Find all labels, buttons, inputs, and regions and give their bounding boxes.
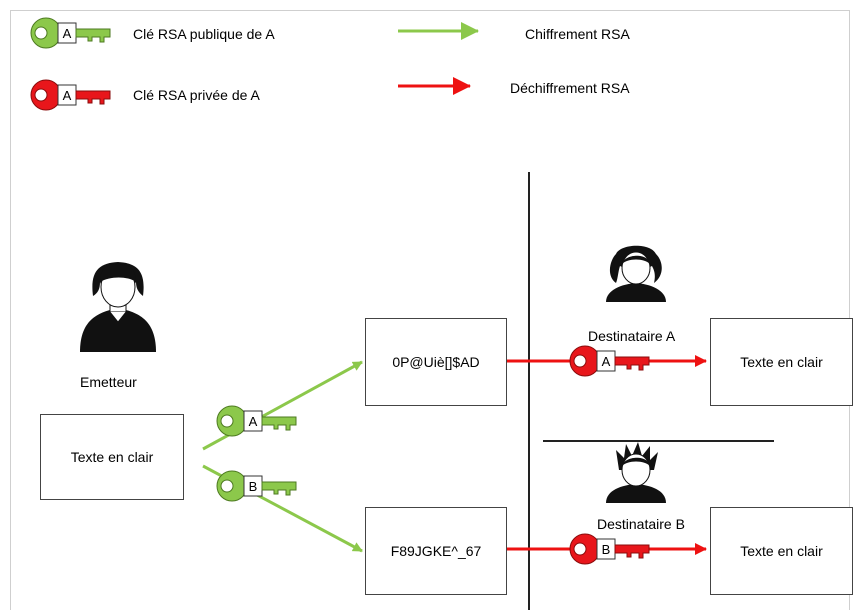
legend-public-key-icon: A xyxy=(30,17,111,49)
sender-label: Emetteur xyxy=(80,374,137,390)
legend-encryption-label: Chiffrement RSA xyxy=(525,26,630,42)
encryption-arrow-a xyxy=(202,360,363,451)
recipient-a-label: Destinataire A xyxy=(588,328,676,344)
recipient-b-plaintext-box: Texte en clair xyxy=(710,507,853,595)
svg-text:B: B xyxy=(602,542,611,557)
ciphertext-a: 0P@Uiè[]$AD xyxy=(392,354,480,370)
legend-decryption-label: Déchiffrement RSA xyxy=(510,80,630,96)
recipient-b-person-icon xyxy=(606,442,666,503)
legend-private-key-icon: A xyxy=(30,79,111,111)
legend-public-key-label: Clé RSA publique de A xyxy=(133,26,275,42)
svg-text:A: A xyxy=(249,414,258,429)
svg-text:A: A xyxy=(602,354,611,369)
recipient-b-label: Destinataire B xyxy=(597,516,685,532)
private-key-b-icon: B xyxy=(569,533,650,565)
recipient-a-plaintext: Texte en clair xyxy=(740,354,823,370)
ciphertext-a-box: 0P@Uiè[]$AD xyxy=(365,318,507,406)
diagram-frame xyxy=(10,10,850,610)
ciphertext-b-box: F89JGKE^_67 xyxy=(365,507,507,595)
sender-plaintext-box: Texte en clair xyxy=(40,414,184,500)
public-key-b-icon: B xyxy=(216,470,297,502)
svg-text:B: B xyxy=(249,479,258,494)
svg-text:A: A xyxy=(63,26,72,41)
recipient-a-person-icon xyxy=(606,245,666,302)
sender-person-icon xyxy=(80,262,156,352)
svg-text:A: A xyxy=(63,88,72,103)
private-key-a-icon: A xyxy=(569,345,650,377)
sender-plaintext: Texte en clair xyxy=(70,449,154,465)
recipient-b-plaintext: Texte en clair xyxy=(740,543,823,559)
legend-private-key-label: Clé RSA privée de A xyxy=(133,87,260,103)
public-key-a-icon: A xyxy=(216,405,297,437)
ciphertext-b: F89JGKE^_67 xyxy=(390,543,482,559)
recipient-a-plaintext-box: Texte en clair xyxy=(710,318,853,406)
